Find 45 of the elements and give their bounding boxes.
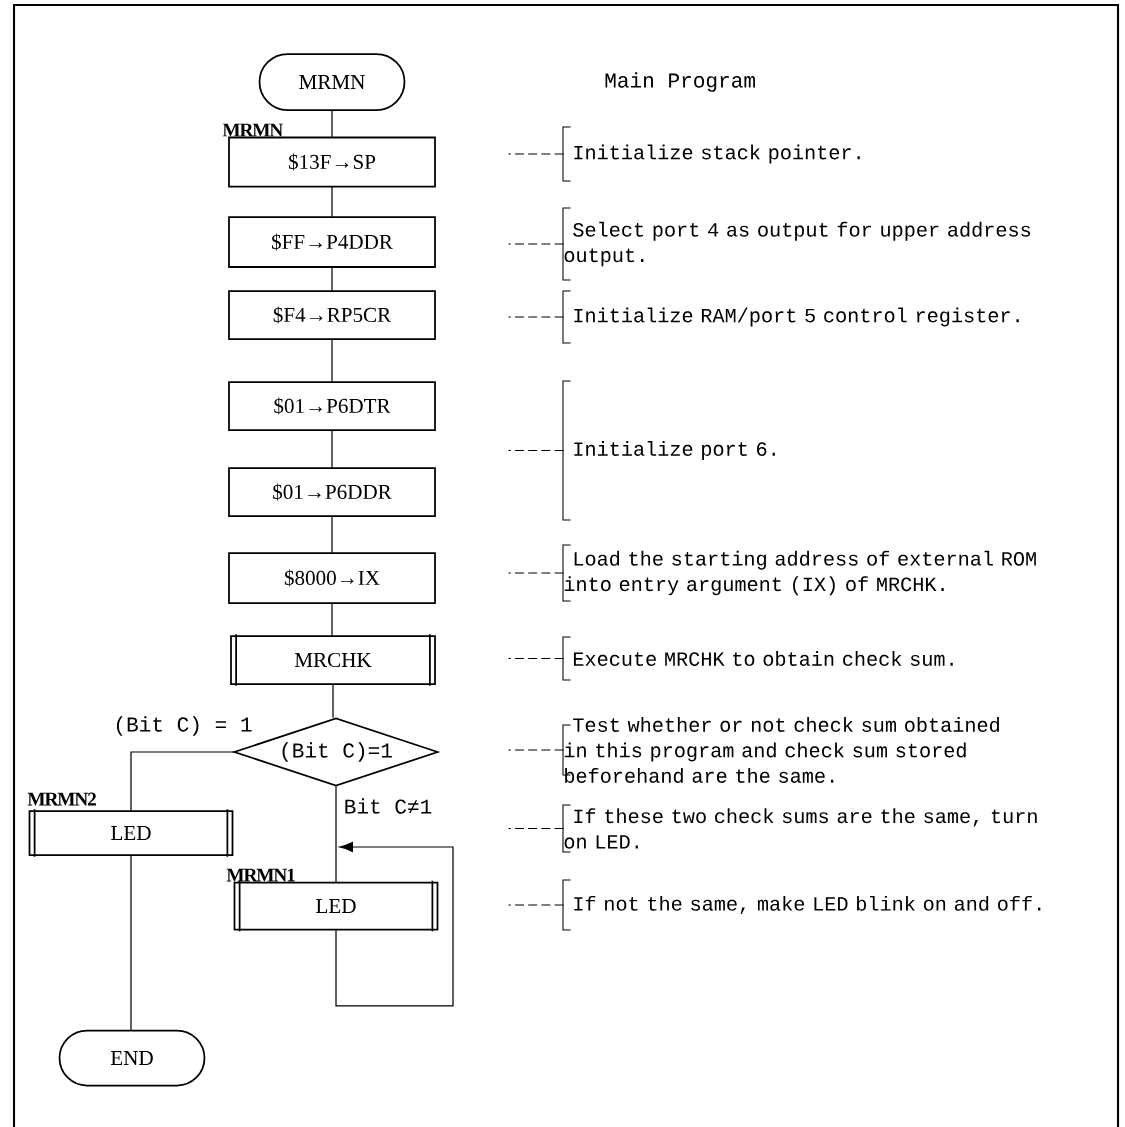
bracketed-note: Initialize RAM/port 5 control register. xyxy=(562,290,1019,344)
bracketed-note: Load the starting address of external ROM into entry argument (IX) of MRCHK. xyxy=(562,544,1036,602)
process-box: $8000→IX xyxy=(228,552,436,604)
arrow xyxy=(335,841,454,1007)
leader-line xyxy=(508,153,564,155)
connector-line xyxy=(331,110,333,138)
connector-line xyxy=(335,786,337,883)
process-box: $01→P6DDR xyxy=(228,467,436,517)
bracketed-note: Execute MRCHK to obtain check sum. xyxy=(562,636,953,681)
connector-line xyxy=(331,267,333,291)
process-box: $01→P6DTR xyxy=(228,381,436,431)
leader-line xyxy=(508,749,564,751)
terminator-box: MRMN xyxy=(258,53,406,111)
process-box: $FF→P4DDR xyxy=(228,216,436,268)
connector-line xyxy=(331,186,333,217)
connector-line xyxy=(331,516,333,553)
leader-line xyxy=(508,243,564,245)
connector-line xyxy=(130,751,234,811)
leader-line xyxy=(508,904,564,906)
connector-line xyxy=(331,430,333,468)
edge-label: Bit C≠1 xyxy=(345,798,432,814)
bracketed-note: If not the same, make LED blink on and off. xyxy=(562,879,1041,931)
leader-line xyxy=(508,828,564,830)
subroutine-box: LED xyxy=(28,809,234,857)
subroutine-box: MRCHK xyxy=(230,634,436,686)
bracketed-note: If these two check sums are the same, turn on LED. xyxy=(562,804,1037,853)
routine-label: MRMN xyxy=(222,123,284,137)
bracketed-note: Select port 4 as output for upper address output. xyxy=(562,207,1031,281)
bracketed-note: Initialize port 6. xyxy=(562,380,775,521)
connector-line xyxy=(332,684,334,718)
connector-line xyxy=(130,855,132,1031)
leader-line xyxy=(508,658,564,660)
connector-line xyxy=(331,339,333,382)
routine-label: MRMN2 xyxy=(27,792,96,806)
process-box: $F4→RP5CR xyxy=(228,290,436,340)
routine-label: MRMN1 xyxy=(226,868,295,882)
leader-line xyxy=(508,450,564,452)
bracketed-note: Test whether or not check sum obtained in this program and check sum stored beforehand are the same. xyxy=(562,717,999,783)
leader-line xyxy=(508,316,564,318)
leader-line xyxy=(508,572,564,574)
terminator-box: END xyxy=(58,1029,206,1087)
title: Main Program xyxy=(605,72,755,92)
connector-line xyxy=(331,603,333,636)
bracketed-note: Initialize stack pointer. xyxy=(562,126,860,182)
process-box: $13F→SP xyxy=(228,136,436,188)
